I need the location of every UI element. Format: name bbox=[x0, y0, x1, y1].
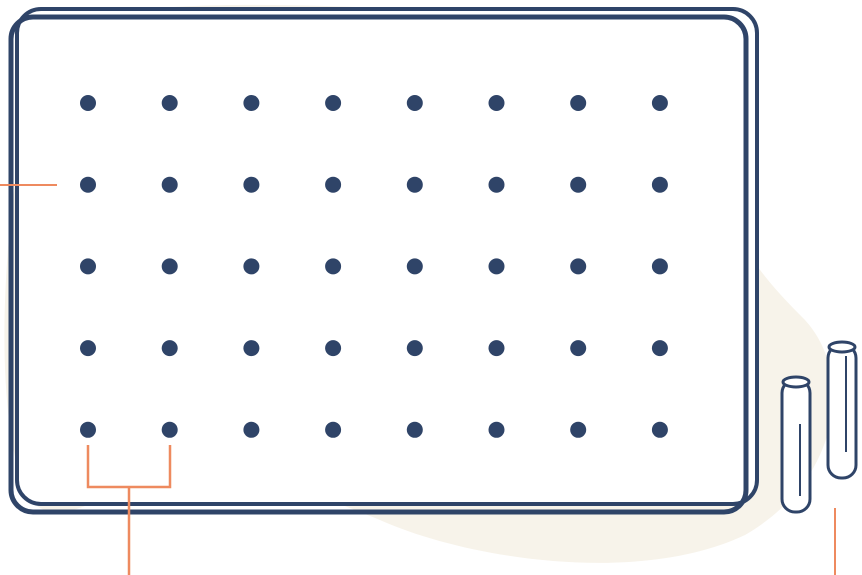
peg-hole bbox=[407, 340, 423, 356]
peg-hole bbox=[489, 95, 505, 111]
pegboard bbox=[11, 17, 746, 512]
peg-hole bbox=[570, 340, 586, 356]
peg-hole bbox=[489, 422, 505, 438]
peg-hole bbox=[80, 258, 96, 274]
peg-hole bbox=[652, 95, 668, 111]
peg-hole bbox=[570, 422, 586, 438]
peg-hole bbox=[162, 95, 178, 111]
peg-hole bbox=[80, 95, 96, 111]
peg-hole bbox=[243, 340, 259, 356]
peg-hole bbox=[652, 340, 668, 356]
peg-hole bbox=[407, 258, 423, 274]
peg-hole bbox=[80, 422, 96, 438]
peg-hole bbox=[162, 258, 178, 274]
peg-hole bbox=[325, 258, 341, 274]
peg-hole bbox=[489, 340, 505, 356]
peg-hole bbox=[570, 258, 586, 274]
peg-hole bbox=[652, 258, 668, 274]
peg-short bbox=[782, 377, 810, 512]
peg-hole bbox=[325, 95, 341, 111]
peg-hole bbox=[325, 177, 341, 193]
peg-hole bbox=[243, 95, 259, 111]
peg-hole bbox=[652, 422, 668, 438]
peg-hole bbox=[80, 177, 96, 193]
peg-hole bbox=[325, 422, 341, 438]
peg-hole bbox=[243, 422, 259, 438]
peg-hole bbox=[489, 258, 505, 274]
peg-hole bbox=[243, 258, 259, 274]
peg-hole bbox=[80, 340, 96, 356]
peg-hole bbox=[407, 95, 423, 111]
peg-hole bbox=[162, 422, 178, 438]
peg-hole bbox=[325, 340, 341, 356]
peg-hole bbox=[243, 177, 259, 193]
peg-hole bbox=[570, 95, 586, 111]
peg-hole bbox=[407, 422, 423, 438]
peg-hole bbox=[407, 177, 423, 193]
peg-hole bbox=[162, 177, 178, 193]
peg-hole bbox=[162, 340, 178, 356]
peg-hole bbox=[489, 177, 505, 193]
peg-hole bbox=[570, 177, 586, 193]
peg-tall bbox=[828, 342, 856, 478]
peg-hole bbox=[652, 177, 668, 193]
